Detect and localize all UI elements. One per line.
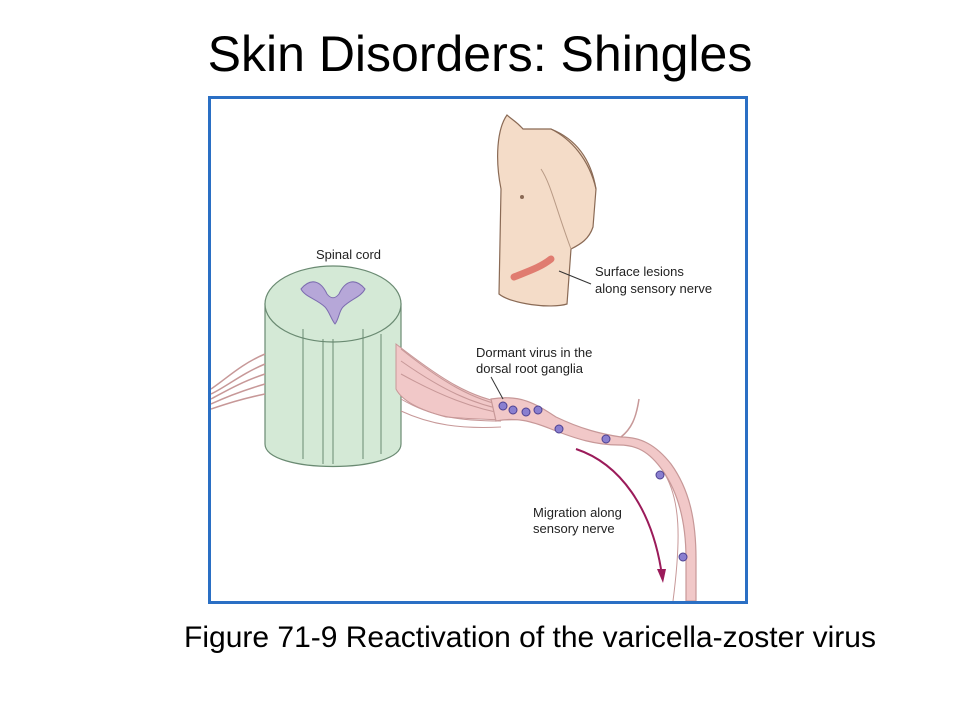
lesion-leader-line (558, 270, 592, 285)
label-surface-lesions-line2: along sensory nerve (595, 281, 712, 296)
label-migration-line2: sensory nerve (533, 521, 615, 536)
label-migration-line1: Migration along (533, 505, 622, 520)
gray-matter (300, 281, 366, 325)
label-spinal-cord: Spinal cord (316, 247, 381, 262)
shingles-diagram: Spinal cord Surface lesions along sensor… (211, 114, 712, 601)
virus-particles (498, 401, 688, 562)
dormant-leader-line (490, 376, 504, 400)
label-dormant-line2: dorsal root ganglia (476, 361, 584, 376)
label-dormant-line1: Dormant virus in the (476, 345, 592, 360)
torso-illustration (497, 114, 597, 307)
spinal-cord-illustration (264, 265, 402, 468)
migration-arrow (575, 448, 666, 583)
figure-caption: Figure 71-9 Reactivation of the varicell… (184, 621, 876, 654)
surface-lesion (510, 255, 555, 281)
left-nerve-roots (211, 353, 266, 410)
slide-title: Skin Disorders: Shingles (207, 26, 753, 82)
label-surface-lesions-line1: Surface lesions (595, 264, 684, 279)
figure-frame: Spinal cord Surface lesions along sensor… (208, 96, 748, 604)
sensory-nerve (490, 397, 697, 601)
